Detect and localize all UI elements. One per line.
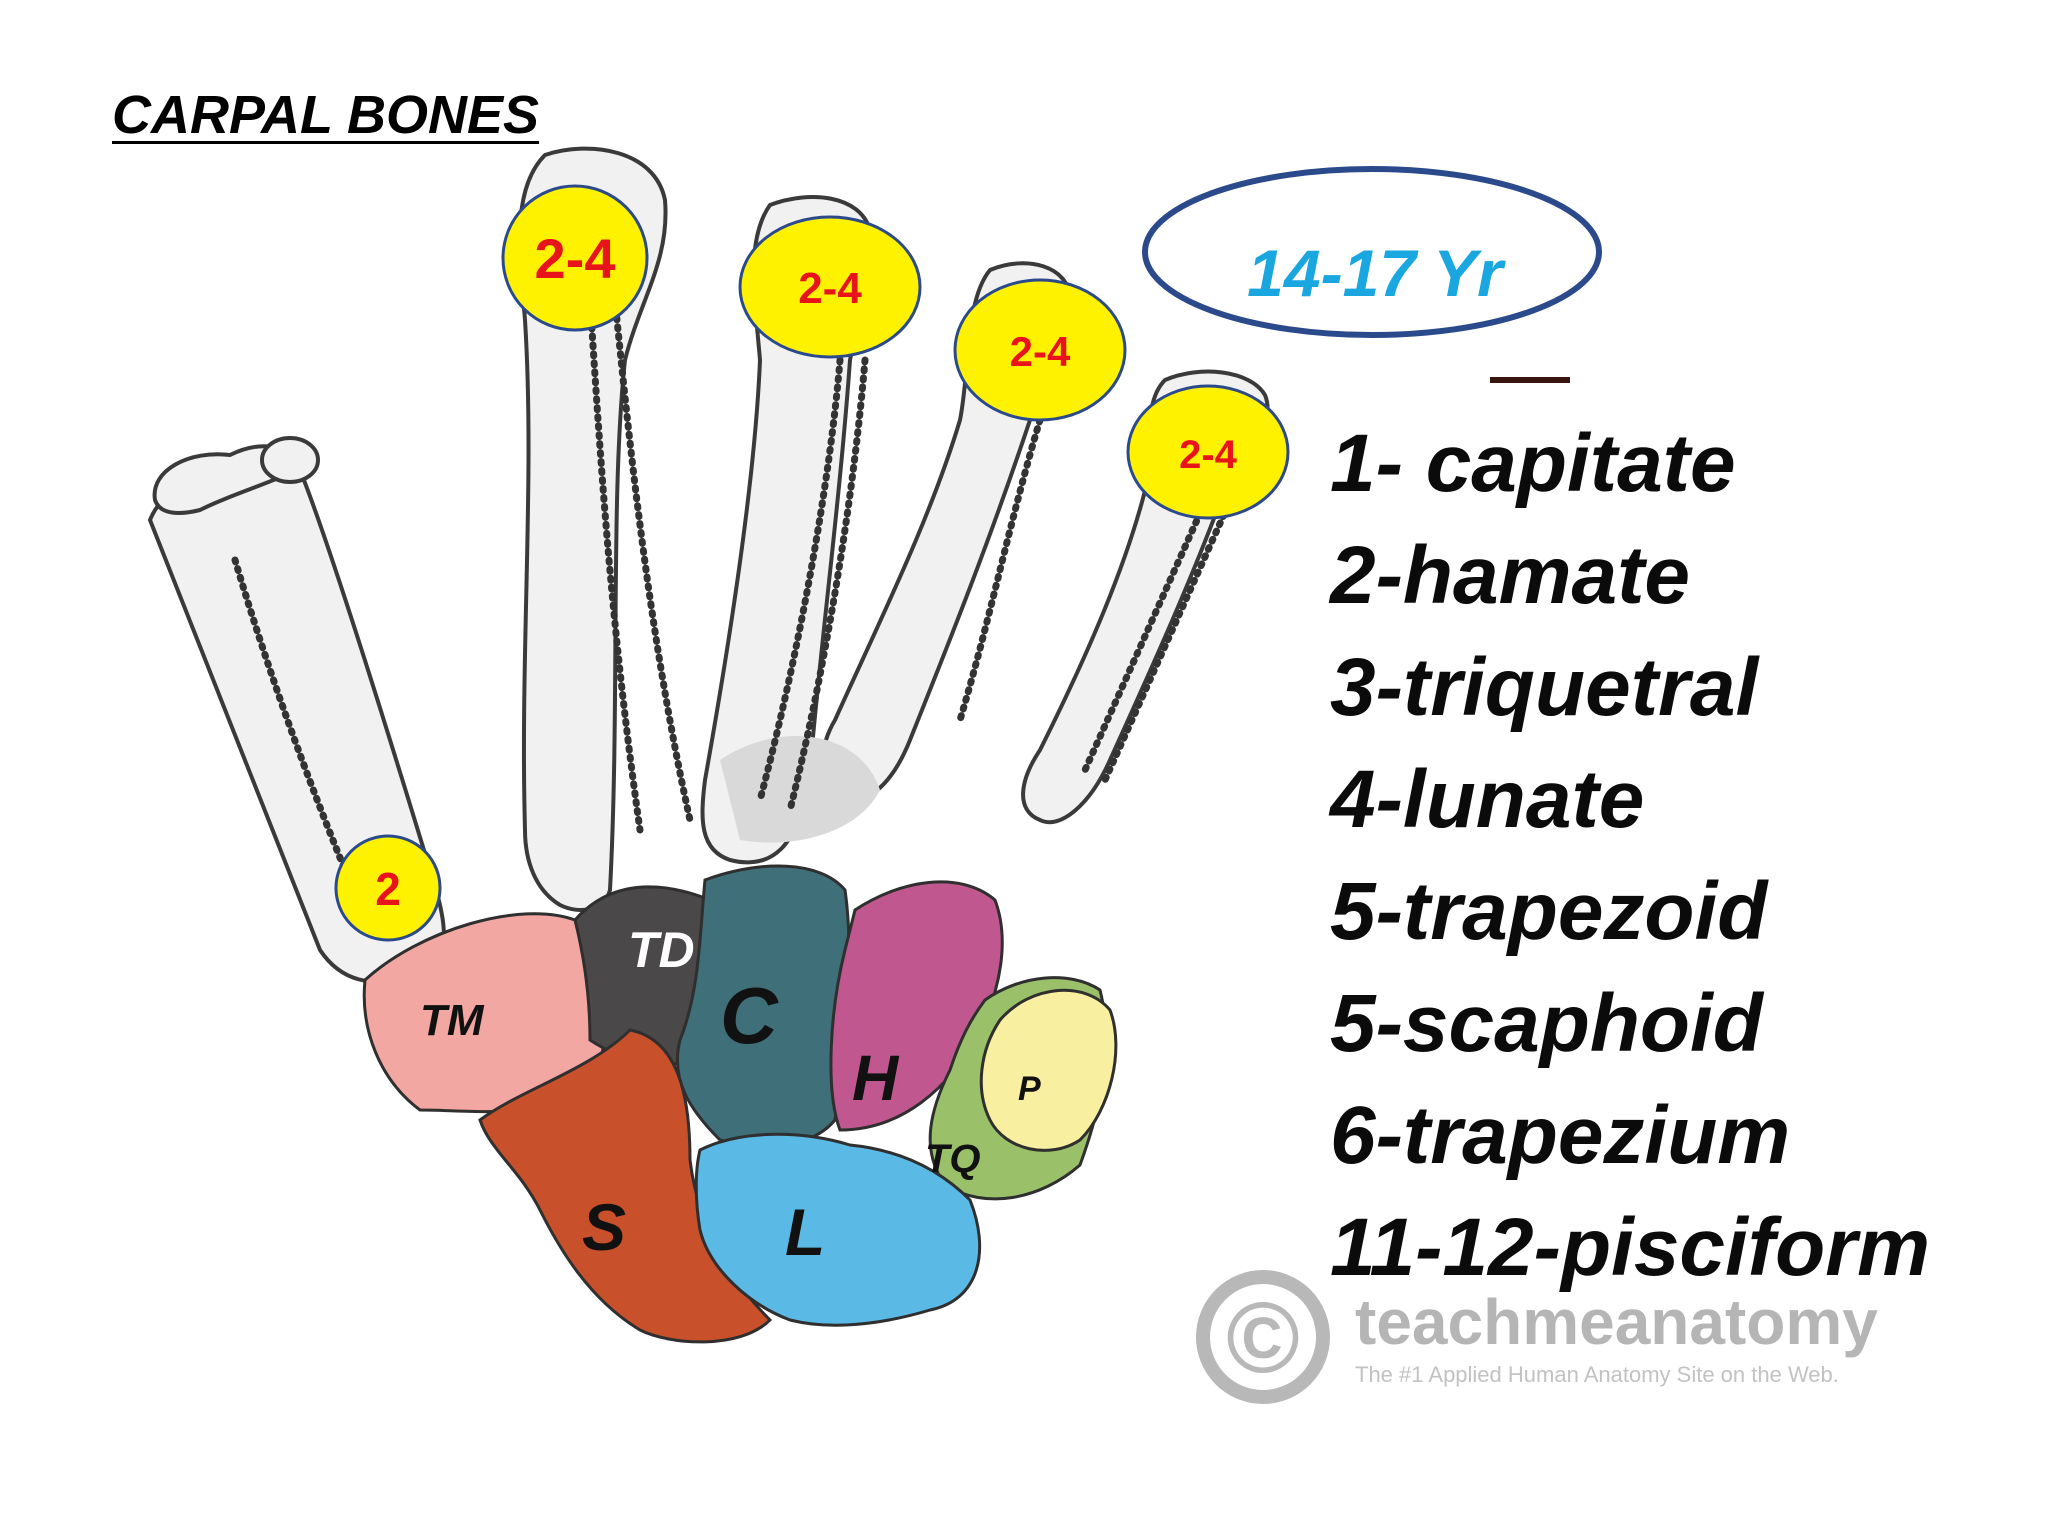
label-tq: TQ [925, 1137, 981, 1181]
svg-text:2-4: 2-4 [1179, 433, 1238, 477]
legend-item: 6-trapezium [1330, 1090, 1791, 1181]
legend-item: 11-12-pisciform [1330, 1202, 1931, 1293]
scaphoid-bone [478, 1028, 773, 1344]
pisiform-bone [979, 988, 1118, 1152]
badge-little: 2-4 [1126, 384, 1290, 520]
legend-item: 5-trapezoid [1330, 866, 1768, 957]
badge-thumb: 2 [334, 834, 442, 942]
tendon-markings [231, 296, 1239, 874]
label-l: L [785, 1195, 825, 1269]
watermark-name: teachmeanatomy [1355, 1286, 1878, 1358]
svg-text:2-4: 2-4 [1010, 328, 1071, 375]
bone-labels: TM TD C H P TQ S L [420, 922, 1041, 1269]
label-s: S [582, 1190, 626, 1264]
age-range-ellipse [1142, 166, 1602, 338]
badge-ring: 2-4 [953, 278, 1127, 422]
label-c: C [720, 971, 779, 1060]
divider-dash [1490, 377, 1570, 383]
legend-item: 5-scaphoid [1330, 978, 1763, 1069]
carpal-bones [362, 864, 1118, 1344]
badge-middle: 2-4 [738, 215, 922, 359]
slide-title: CARPAL BONES [112, 85, 540, 145]
hand-bones-drawing [147, 146, 1270, 984]
watermark-tagline: The #1 Applied Human Anatomy Site on the… [1355, 1362, 1839, 1387]
badge-index: 2-4 [501, 184, 649, 332]
copyright-icon: © [1196, 1270, 1330, 1404]
svg-text:2-4: 2-4 [535, 227, 616, 290]
svg-text:2: 2 [375, 863, 401, 915]
legend-item: 2-hamate [1330, 530, 1691, 621]
label-td: TD [628, 922, 695, 978]
label-h: H [852, 1042, 900, 1114]
legend-item: 4-lunate [1330, 754, 1645, 845]
age-badges: 2 2-4 2-4 2-4 2-4 [334, 184, 1290, 942]
legend-item: 3-triquetral [1330, 642, 1759, 733]
label-p: P [1018, 1070, 1041, 1108]
ossification-order-list: 1- capitate 2-hamate 3-triquetral 4-luna… [1330, 408, 1930, 1304]
label-tm: TM [420, 996, 485, 1045]
svg-text:2-4: 2-4 [798, 264, 862, 313]
lunate-bone [694, 1132, 982, 1327]
age-range-text: 14-17 Yr [1247, 236, 1503, 310]
legend-item: 1- capitate [1330, 418, 1736, 509]
svg-text:©: © [1226, 1282, 1300, 1394]
